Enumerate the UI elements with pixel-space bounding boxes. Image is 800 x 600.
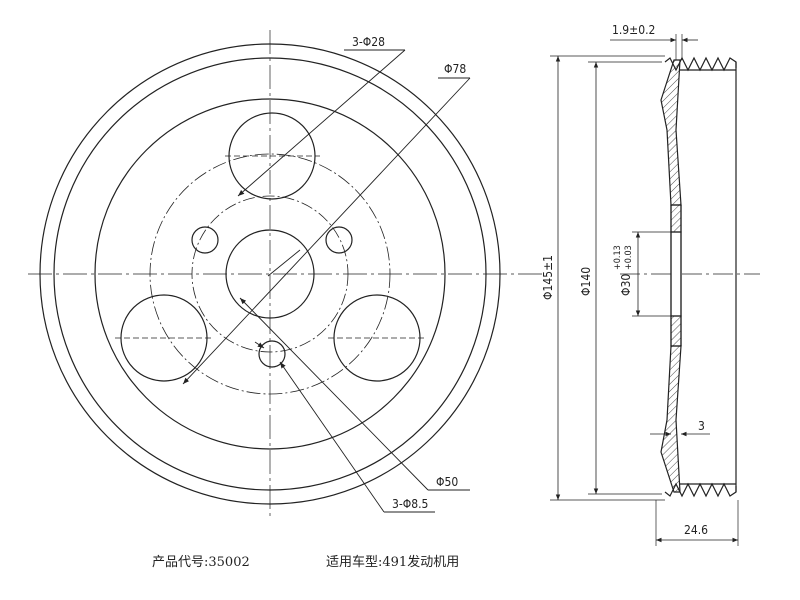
dim-groove-diameter: Φ140 <box>579 267 593 296</box>
leader-bolt-circle <box>182 77 471 385</box>
dim-web-thickness: 3 <box>698 419 705 433</box>
callout-small-holes: 3-Φ8.5 <box>392 497 428 511</box>
hub-hatch-top <box>670 204 682 233</box>
product-code-value: 35002 <box>208 555 250 570</box>
application-label: 适用车型: <box>326 555 383 570</box>
application-value: 491发动机用 <box>382 555 460 570</box>
dim-bore-tol-lower: +0.03 <box>624 245 634 270</box>
small-hole-right <box>325 226 353 254</box>
leader-center-bore-a <box>239 297 429 491</box>
application-caption: 适用车型:491发动机用 <box>326 551 459 570</box>
web-lower <box>660 345 682 493</box>
dim-bore-tol-upper: +0.13 <box>613 245 623 270</box>
front-view <box>28 30 545 520</box>
hub-section <box>670 231 682 317</box>
leader-large-holes <box>237 49 406 197</box>
web-upper <box>660 59 682 206</box>
hub-hatch-bottom <box>670 315 682 347</box>
dim-outer-diameter: Φ145±1 <box>541 255 555 300</box>
callout-bolt-circle: Φ78 <box>444 62 466 76</box>
product-code-label: 产品代号: <box>152 555 209 570</box>
callout-large-holes: 3-Φ28 <box>352 35 385 49</box>
callout-center-bore: Φ50 <box>436 475 458 489</box>
dim-bore-diameter: Φ30 <box>619 274 633 296</box>
leader-center-bore-b <box>267 249 301 277</box>
section-view <box>550 34 760 546</box>
dim-width: 24.6 <box>684 523 708 537</box>
dim-rim-thickness: 1.9±0.2 <box>612 23 655 37</box>
small-hole-bottom <box>258 340 286 368</box>
rim-top-grooves <box>664 56 737 72</box>
web-circle <box>94 98 446 450</box>
product-code-caption: 产品代号:35002 <box>152 551 250 570</box>
leader-small-holes <box>279 361 385 513</box>
small-hole-tick <box>254 341 265 349</box>
rim-bottom-grooves <box>664 482 737 498</box>
small-hole-left <box>191 226 219 254</box>
